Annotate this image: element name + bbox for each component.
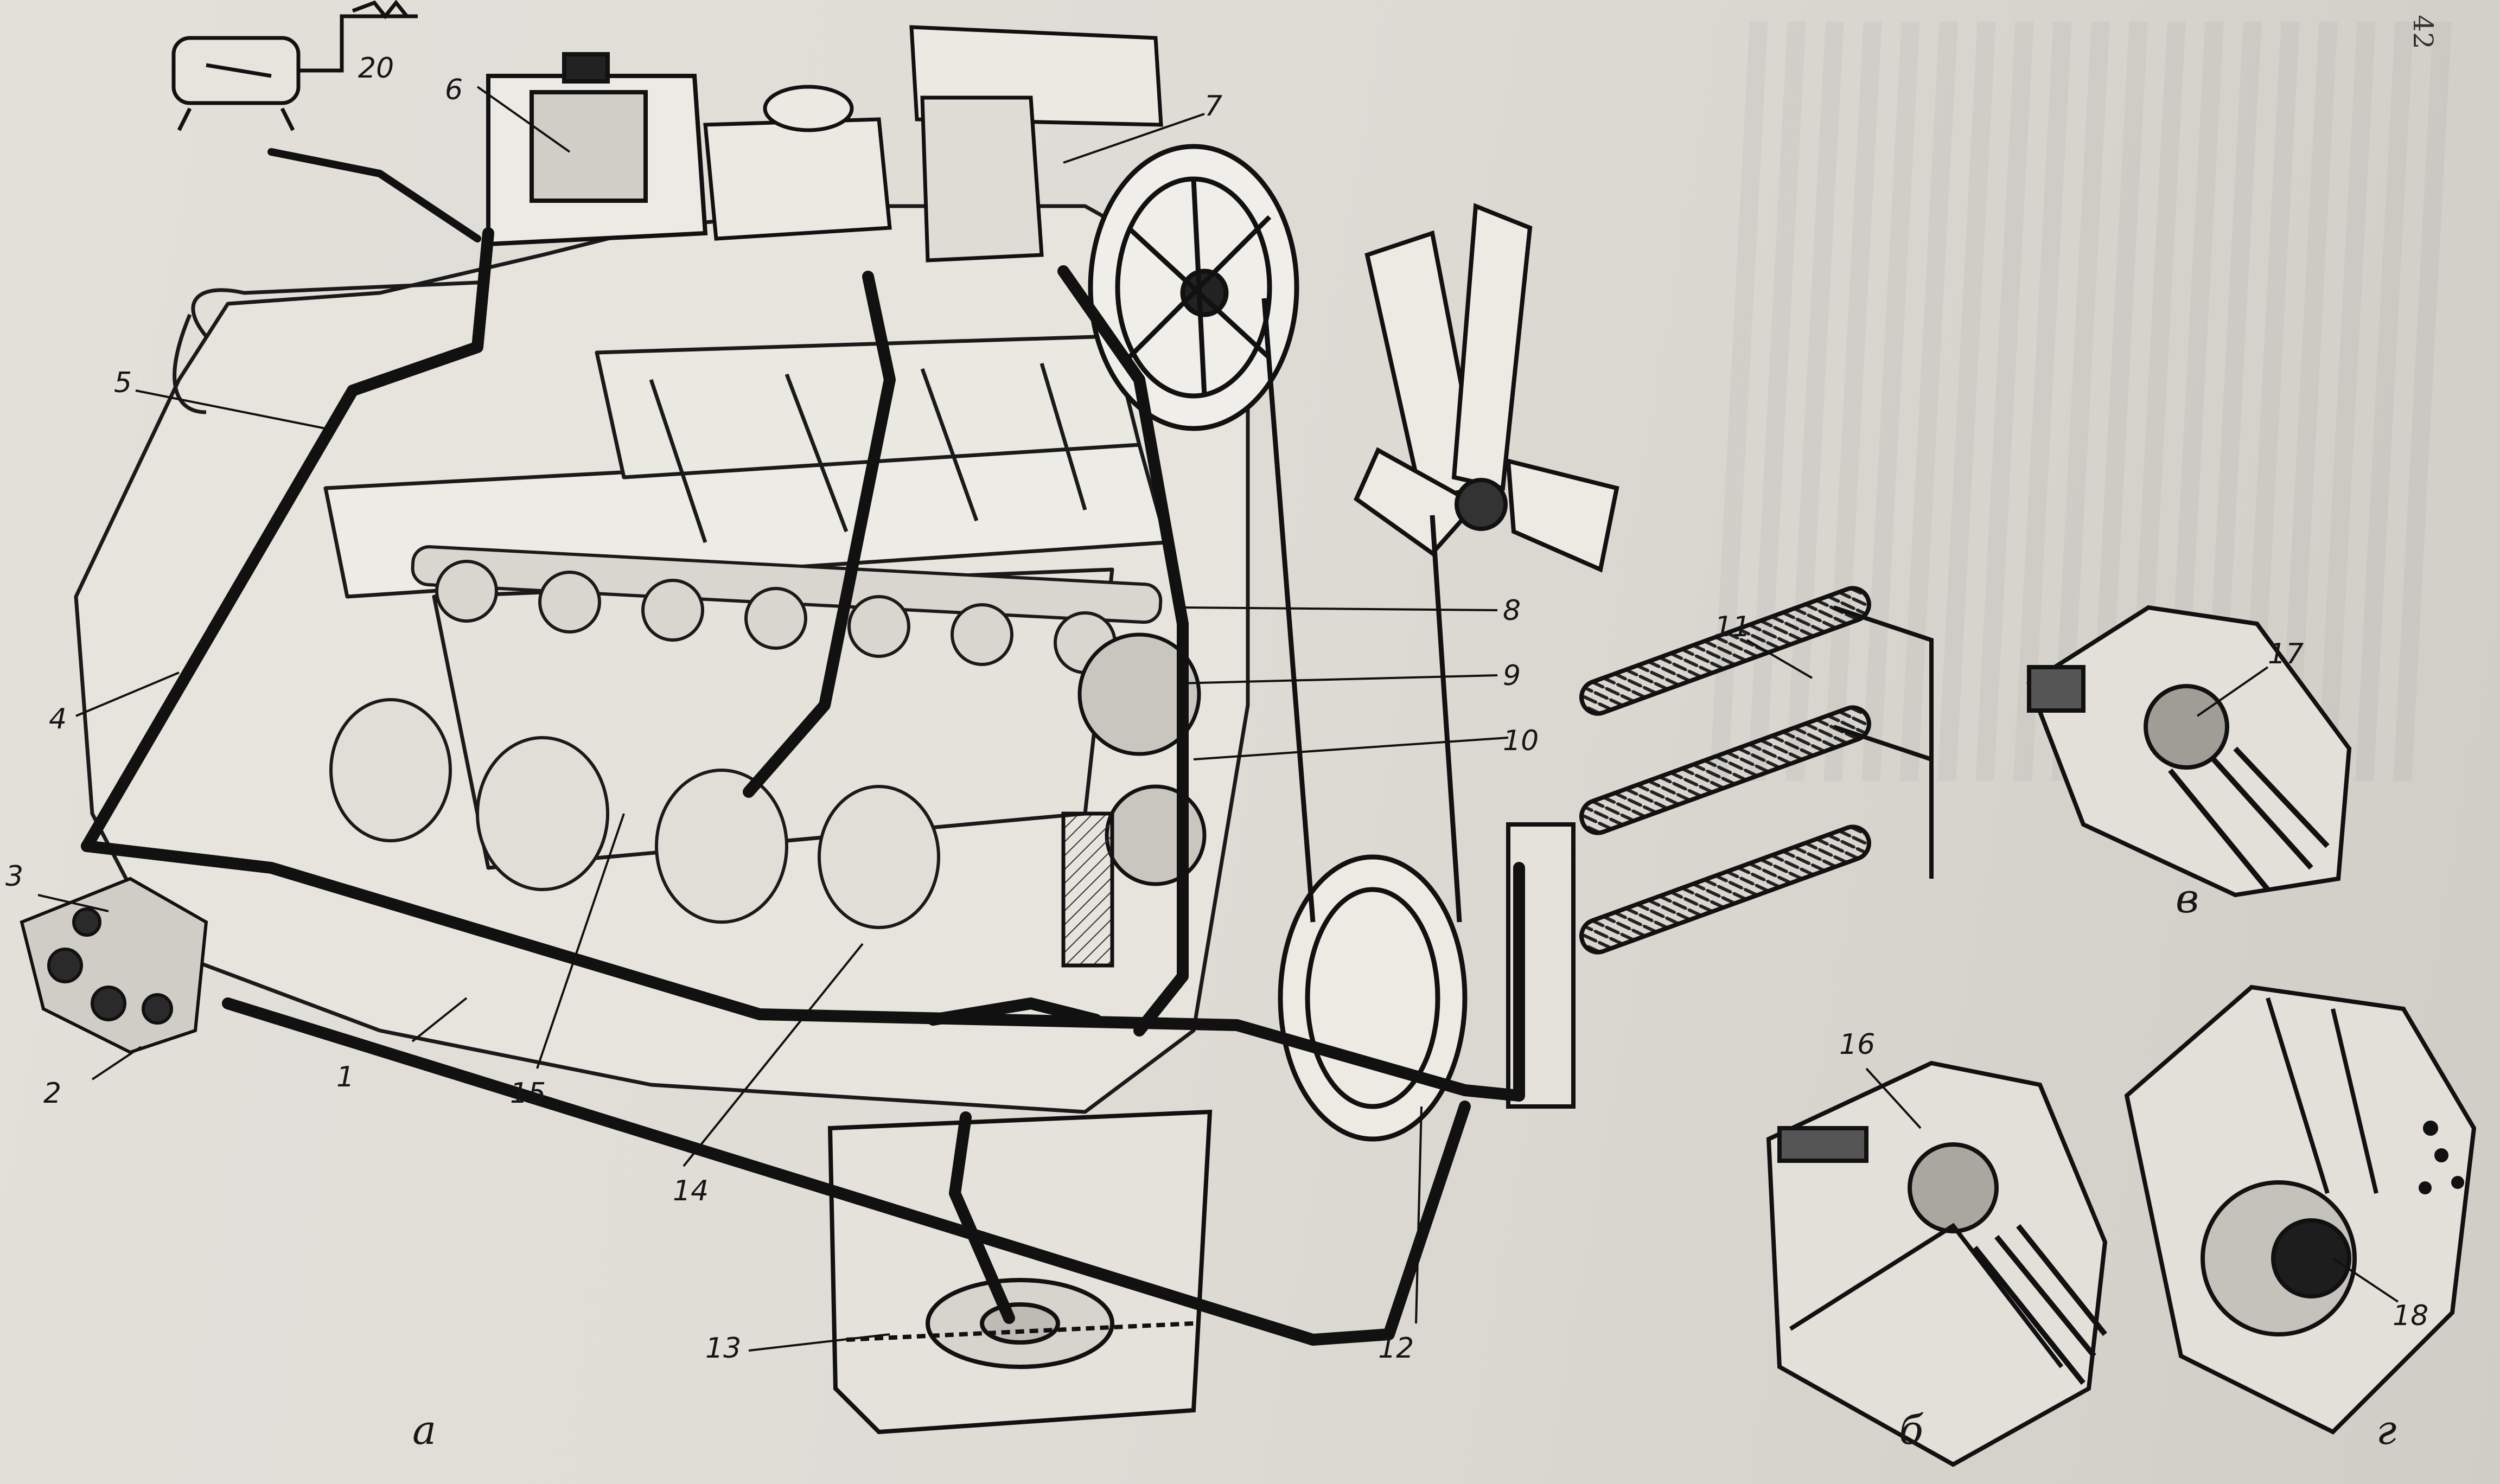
inset-v: [2026, 605, 2352, 898]
callout-1: 1: [336, 1061, 355, 1093]
callout-5: 5: [114, 367, 132, 399]
page-number: 42: [2407, 15, 2439, 49]
callout-6: 6: [445, 74, 463, 106]
callout-4: 4: [49, 703, 67, 735]
callout-2: 2: [43, 1077, 62, 1110]
crankshaft: [329, 698, 940, 929]
oil-pan: [827, 1109, 1213, 1435]
view-label-v: в: [2176, 875, 2199, 922]
inset-b: [1766, 1060, 2108, 1467]
crank-pulley: [1261, 298, 1468, 1142]
leader-lines: [37, 86, 2399, 1352]
oil-pump: [20, 877, 208, 1054]
view-label-a: а: [412, 1407, 437, 1454]
callout-3: 3: [5, 860, 24, 893]
oil-lines: [81, 148, 1525, 1346]
cooling-fan: [1354, 203, 1619, 573]
view-label-b: б: [1899, 1407, 1924, 1454]
callout-20: 20: [358, 52, 394, 85]
callout-17: 17: [2268, 638, 2304, 670]
carburettor: [703, 25, 1163, 263]
callout-12: 12: [1378, 1332, 1414, 1365]
callout-9: 9: [1503, 660, 1521, 692]
callout-7: 7: [1204, 90, 1223, 123]
oil-cooler: [1506, 586, 1934, 1109]
view-label-g: г: [2376, 1407, 2397, 1454]
inset-g: [2124, 984, 2477, 1435]
callout-18: 18: [2393, 1300, 2429, 1332]
callout-13: 13: [705, 1332, 742, 1365]
callout-14: 14: [673, 1175, 709, 1207]
engine-block: [74, 204, 1250, 1114]
pulley: [1088, 144, 1299, 431]
callout-10: 10: [1503, 725, 1539, 757]
callout-8: 8: [1503, 594, 1521, 627]
camshaft: [411, 545, 1163, 674]
oil-pressure-gauge: [171, 0, 418, 131]
oil-filter: [486, 52, 708, 247]
callout-15: 15: [510, 1077, 546, 1110]
callout-16: 16: [1839, 1028, 1876, 1061]
callout-11: 11: [1714, 611, 1751, 643]
